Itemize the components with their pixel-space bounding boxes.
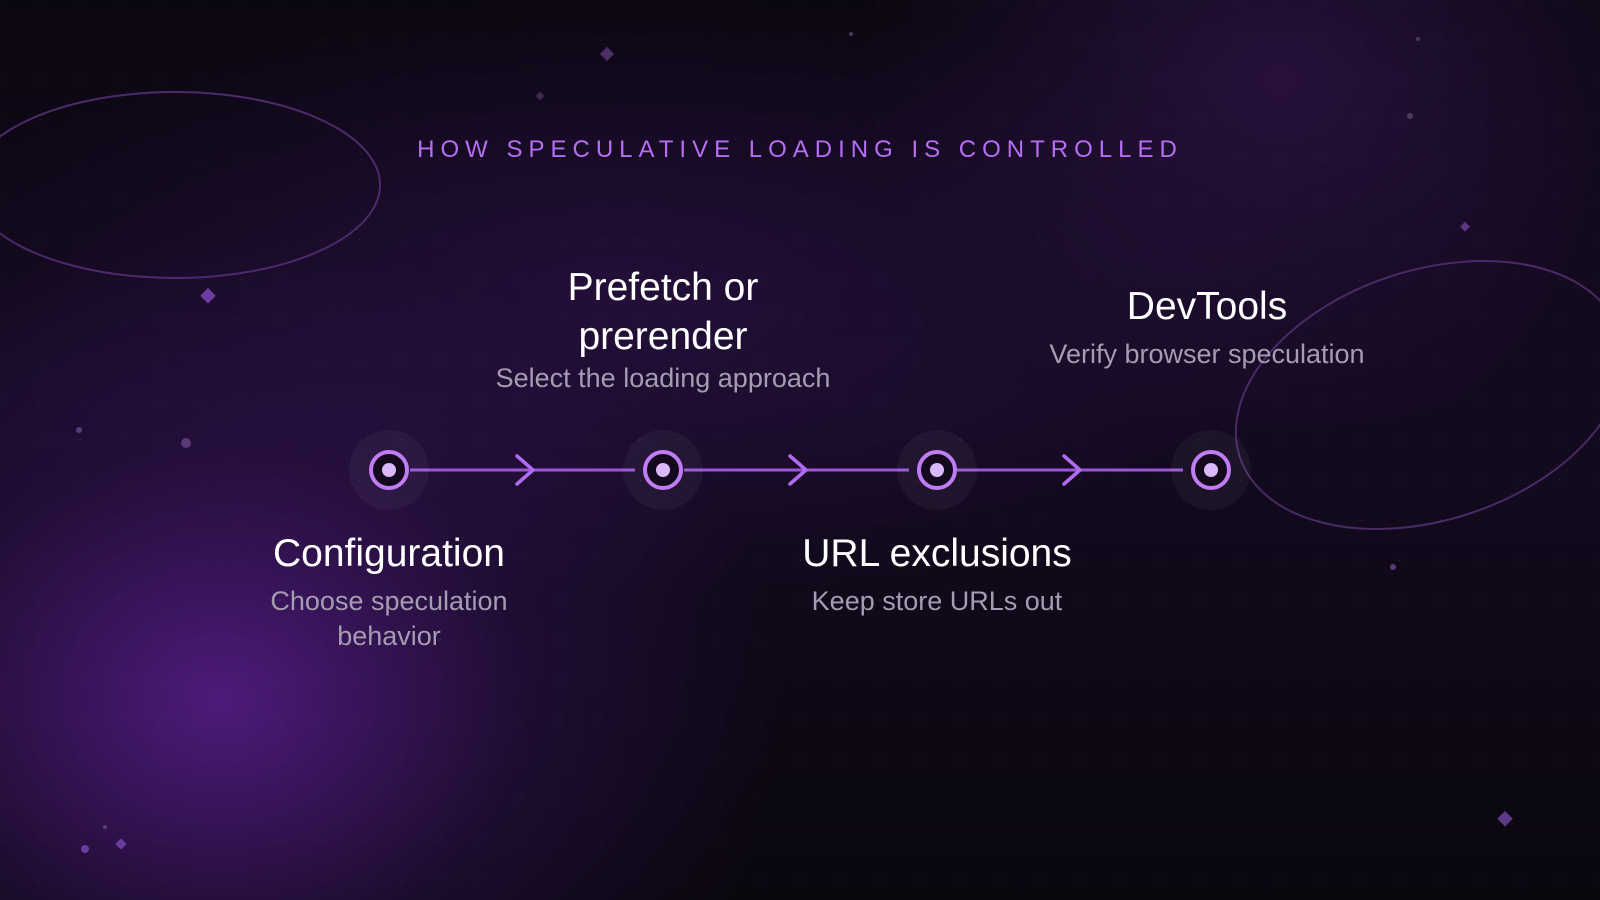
step-node-configuration [369,450,409,490]
step-title: URL exclusions [802,532,1072,575]
step-label-prefetch-or-prerender: Prefetch or prerender Select the loading… [493,263,833,396]
chevron-right-icon [515,454,535,486]
step-description: Verify browser speculation [1049,339,1365,369]
step-title: Prefetch or prerender [567,266,759,358]
orbit-ring-left [0,91,381,279]
step-node-prefetch-or-prerender [643,450,683,490]
sparkle-dot [1390,564,1396,570]
sparkle-diamond [200,287,216,304]
sparkle-dot [181,438,191,448]
sparkle-diamond [1497,810,1513,827]
sparkle-dot [81,845,89,853]
step-description: Keep store URLs out [811,586,1063,616]
sparkle-dot [1407,113,1413,119]
sparkle-dot [849,32,853,36]
sparkle-dot [103,825,107,829]
step-description: Choose speculation behavior [270,586,508,651]
step-node-url-exclusions [917,450,957,490]
step-label-url-exclusions: URL exclusions Keep store URLs out [767,529,1107,619]
chevron-right-icon [1062,454,1082,486]
step-title: DevTools [1126,285,1288,328]
sparkle-diamond [1460,221,1470,232]
sparkle-diamond [599,46,615,62]
section-title: HOW SPECULATIVE LOADING IS CONTROLLED [417,136,1183,163]
chevron-right-icon [788,454,808,486]
step-description: Select the loading approach [495,363,831,393]
node-center-dot [930,463,944,477]
step-node-devtools [1191,450,1231,490]
node-center-dot [656,463,670,477]
step-label-configuration: Configuration Choose speculation behavio… [219,529,559,654]
orbit-ring-right [1234,260,1600,530]
step-label-devtools: DevTools Verify browser speculation [1037,282,1377,372]
node-center-dot [1204,463,1218,477]
step-title: Configuration [273,532,505,575]
sparkle-dot [76,427,82,433]
sparkle-dot [1416,37,1420,41]
node-center-dot [382,463,396,477]
